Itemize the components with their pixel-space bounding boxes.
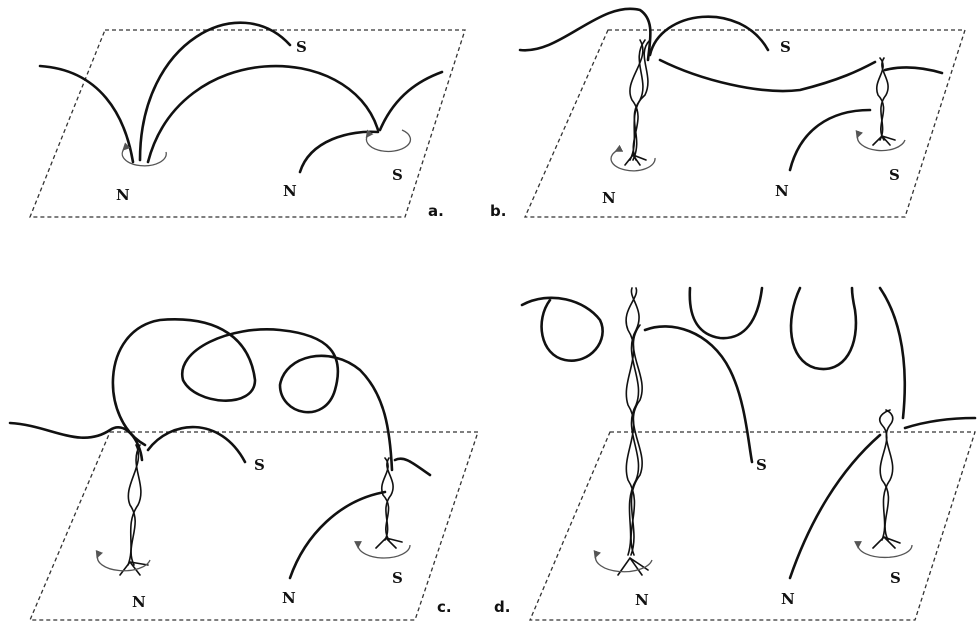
twisted-strand [632, 39, 651, 161]
field-line [643, 325, 754, 464]
rotation-arrow [593, 550, 653, 573]
twisted-strand [380, 457, 390, 541]
pole-label: S [780, 38, 791, 56]
twisted-strand [872, 535, 901, 549]
panel-label: c. [437, 598, 452, 616]
pole-label: N [781, 590, 795, 608]
field-line [378, 70, 444, 132]
field-line [38, 64, 135, 164]
field-line [8, 421, 144, 462]
twisted-strand [625, 287, 638, 556]
field-line [111, 318, 394, 472]
field-line [288, 490, 387, 580]
panel-d: N N S S d. [494, 286, 977, 621]
pole-label: N [775, 182, 789, 200]
field-line [883, 66, 944, 75]
rotation-arrow [95, 549, 151, 572]
field-line [688, 286, 764, 340]
photosphere-plane-d [529, 431, 976, 621]
field-line [146, 64, 380, 164]
rotation-arrow [855, 130, 906, 152]
twisted-strand [375, 536, 403, 549]
panel-a: N N S S a. [29, 21, 466, 220]
field-line [878, 286, 907, 420]
twisted-strand [127, 444, 140, 566]
twisted-strand [872, 134, 896, 146]
twisted-strand [630, 324, 643, 556]
photosphere-plane-a [29, 29, 466, 218]
twisted-strand [881, 409, 894, 541]
field-line [520, 296, 604, 362]
pole-label: N [116, 186, 130, 204]
pole-label: S [756, 456, 767, 474]
field-line [393, 457, 432, 477]
twisted-strand [629, 39, 644, 161]
pole-label: N [635, 591, 649, 609]
panel-label: d. [494, 598, 510, 616]
photosphere-plane-c [29, 431, 479, 621]
field-line [788, 108, 872, 172]
rotation-arrow [610, 144, 656, 172]
twisted-strand [879, 409, 891, 541]
photosphere-plane-b [524, 29, 966, 218]
rotation-arrow [365, 129, 412, 153]
pole-label: S [392, 569, 403, 587]
pole-label: S [254, 456, 265, 474]
field-line [789, 286, 858, 371]
pole-label: S [889, 166, 900, 184]
panel-c: N N S S c. [8, 318, 479, 621]
field-line [788, 433, 882, 580]
twisted-strand [875, 57, 885, 141]
panel-label: a. [428, 202, 444, 220]
twisted-strand [617, 556, 649, 576]
twisted-strand [624, 153, 647, 166]
field-line [138, 21, 292, 162]
pole-label: N [602, 189, 616, 207]
rotation-arrow [854, 541, 913, 559]
field-line [658, 58, 877, 93]
pole-label: S [392, 166, 403, 184]
field-line [903, 416, 977, 430]
field-line [518, 7, 652, 62]
pole-label: S [296, 38, 307, 56]
pole-label: S [890, 569, 901, 587]
panel-label: b. [490, 202, 506, 220]
field-line [648, 15, 770, 57]
pole-label: N [282, 589, 296, 607]
rotation-arrow [354, 541, 411, 559]
panel-b: N N S S b. [490, 7, 966, 220]
rotation-arrow [121, 142, 167, 167]
field-line [146, 425, 247, 464]
pole-label: N [283, 182, 297, 200]
pole-label: N [132, 593, 146, 611]
